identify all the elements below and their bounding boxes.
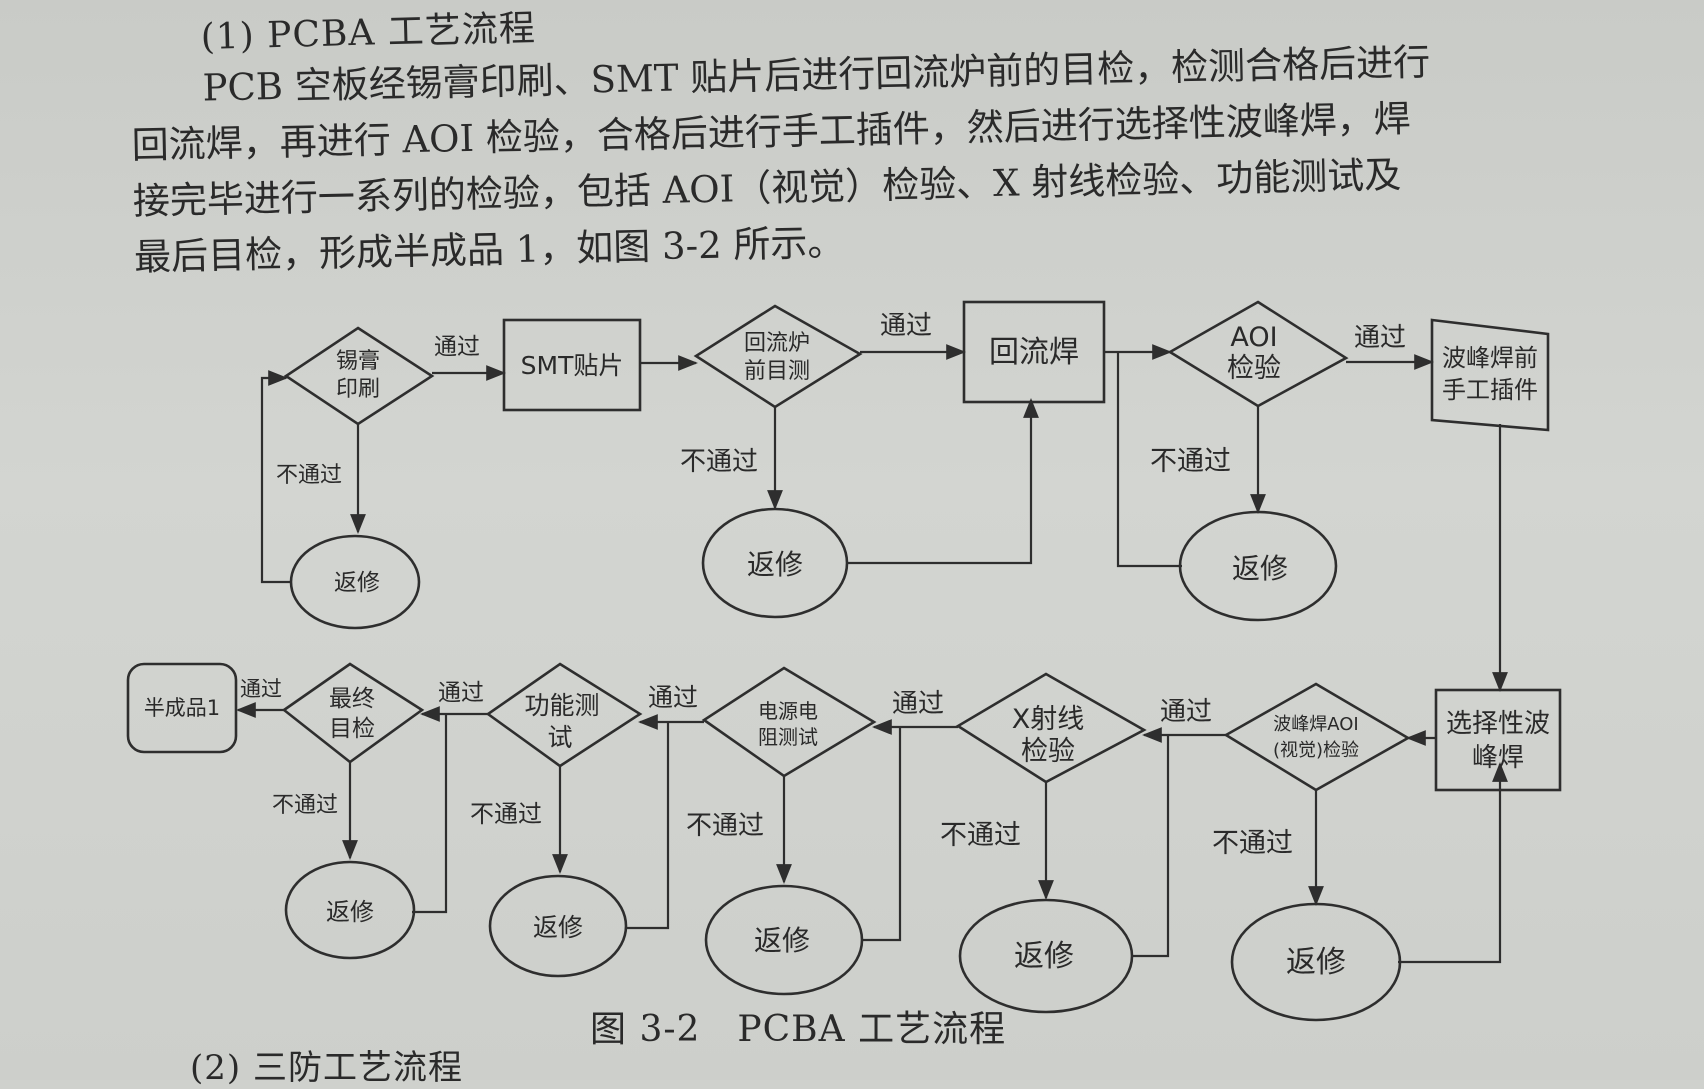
node-label: 电源电 — [758, 699, 818, 723]
node-rework-8 — [1230, 902, 1402, 1022]
node-label: 检验 — [1227, 353, 1281, 384]
node-label: 返修 — [747, 548, 803, 581]
edge-label-pass: 通过 — [240, 677, 282, 701]
edge-rework6-return — [862, 727, 902, 942]
node-label: 返修 — [533, 913, 583, 942]
edge-rework2-return — [846, 398, 1039, 565]
node-rework-3 — [1178, 510, 1338, 622]
edge-label-pass: 通过 — [648, 683, 698, 712]
connectors — [236, 344, 1508, 964]
node-solder-paste — [283, 326, 435, 426]
edge-label-pass: 通过 — [1354, 323, 1406, 353]
edge-rework5-return — [626, 722, 670, 930]
figure-caption: 图 3-2 PCBA 工艺流程 — [590, 1009, 1007, 1050]
node-label: 锡膏 — [336, 349, 380, 374]
edge-label-pass: 通过 — [892, 689, 944, 719]
node-label: 返修 — [326, 898, 374, 926]
node-label: 返修 — [754, 924, 810, 957]
edge-rework1-return — [260, 370, 290, 584]
node-label: 半成品1 — [144, 696, 220, 720]
node-label: (视觉)检验 — [1273, 740, 1359, 761]
edge-rework3-return — [1116, 352, 1182, 568]
node-label: 选择性波 — [1446, 709, 1550, 739]
node-label: 印刷 — [336, 377, 380, 402]
node-label: 回流炉 — [744, 331, 810, 356]
node-label: 返修 — [1232, 552, 1288, 585]
node-semi-product — [126, 662, 238, 754]
next-section-heading: (2) 三防工艺流程 — [190, 1048, 463, 1088]
node-reflow — [962, 300, 1106, 404]
node-rework-2 — [701, 507, 849, 619]
edge-label-fail: 不通过 — [1150, 446, 1231, 477]
shapes — [126, 300, 1562, 1022]
node-label: 最终 — [329, 686, 375, 712]
node-label: 返修 — [334, 570, 380, 596]
edge-label-fail: 不通过 — [686, 811, 764, 841]
edge-label-pass: 通过 — [1160, 697, 1212, 727]
edge-label-pass: 通过 — [880, 311, 932, 341]
node-wave-aoi — [1223, 682, 1411, 792]
node-label: 回流焊 — [989, 335, 1079, 370]
node-label: 阻测试 — [758, 725, 818, 749]
edge-label-pass: 通过 — [438, 680, 484, 706]
node-aoi — [1167, 300, 1349, 408]
edge-rework4-return — [412, 714, 448, 914]
node-label: AOI — [1230, 322, 1277, 353]
node-label: 返修 — [1014, 939, 1074, 974]
edge-label-fail: 不通过 — [470, 800, 542, 828]
node-label: 前目测 — [744, 359, 810, 384]
node-label: 峰焊 — [1472, 743, 1524, 773]
node-label: 波峰焊前 — [1442, 344, 1538, 372]
node-label: 返修 — [1286, 945, 1346, 980]
node-rework-4 — [284, 860, 416, 960]
node-labels: 锡膏 印刷 SMT贴片 回流炉 前目测 回流焊 AOI 检验 波峰焊前 手工插件… — [144, 322, 1550, 980]
node-rework-6 — [704, 884, 864, 996]
edge-labels: 通过 通过 通过 通过 通过 通过 通过 通过 不通过 不通过 不通过 不通过 … — [240, 311, 1406, 859]
node-xray — [955, 672, 1147, 784]
edge-label-fail: 不通过 — [272, 793, 338, 818]
edge-label-fail: 不通过 — [1212, 828, 1293, 859]
node-label: 功能测 — [524, 691, 599, 720]
node-smt — [502, 318, 642, 412]
edge-label-fail: 不通过 — [680, 447, 758, 477]
edge-label-pass: 通过 — [434, 334, 480, 360]
node-label: 检验 — [1021, 736, 1075, 767]
node-label: X射线 — [1012, 704, 1085, 735]
node-label: 波峰焊AOI — [1273, 714, 1358, 735]
node-selective-wave — [1434, 688, 1562, 792]
edge-label-fail: 不通过 — [276, 463, 342, 488]
node-power-test — [701, 666, 877, 778]
edge-label-fail: 不通过 — [940, 820, 1021, 851]
node-rework-1 — [289, 534, 421, 630]
node-func-test — [485, 662, 643, 768]
edge-rework8-return — [1398, 762, 1508, 964]
node-pre-reflow-inspect — [693, 304, 863, 409]
node-rework-7 — [958, 898, 1134, 1014]
edge-rework7-return — [1132, 735, 1170, 958]
node-rework-5 — [488, 874, 628, 978]
node-label: SMT贴片 — [521, 351, 624, 380]
node-label: 试 — [547, 723, 572, 752]
node-final-inspect — [281, 662, 425, 764]
node-label: 手工插件 — [1442, 376, 1538, 404]
node-label: 目检 — [329, 716, 375, 742]
node-manual-insert — [1430, 318, 1550, 432]
